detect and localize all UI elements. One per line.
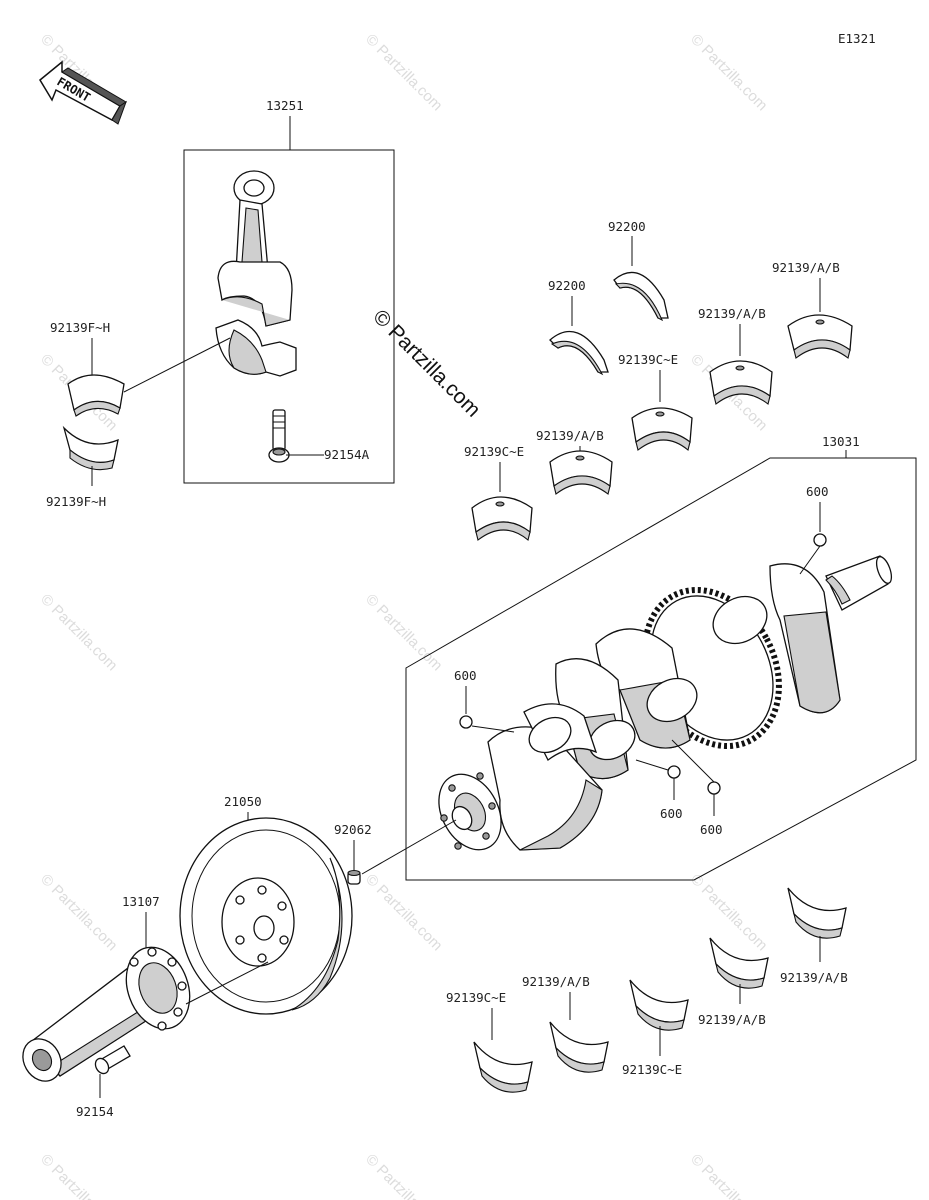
label-lower-92139AB-mid: 92139/A/B xyxy=(698,1012,766,1027)
watermark-tile: © Partzilla.com xyxy=(362,31,445,114)
crankshaft[interactable] xyxy=(426,555,894,861)
watermark-tile: © Partzilla.com xyxy=(687,871,770,954)
svg-text:© Partzilla.com: © Partzilla.com xyxy=(368,305,484,421)
thrust-washer-lower[interactable] xyxy=(549,330,609,376)
label-13031: 13031 xyxy=(822,434,860,449)
connecting-rod[interactable] xyxy=(217,170,293,327)
label-600-left: 600 xyxy=(454,668,477,683)
watermark-tile: © Partzilla.com xyxy=(37,591,120,674)
label-92139F-H-top: 92139F~H xyxy=(50,320,110,335)
label-92139AB-right: 92139/A/B xyxy=(698,306,766,321)
plug-600-top[interactable] xyxy=(813,533,827,547)
lower-main-bearing-mid[interactable] xyxy=(709,937,769,989)
label-lower-92139AB-right: 92139/A/B xyxy=(780,970,848,985)
watermark-tile: © Partzilla.com xyxy=(687,1151,770,1200)
conrod-bolt[interactable] xyxy=(268,409,290,463)
dowel-pin[interactable] xyxy=(347,869,361,885)
connecting-rod-cap[interactable] xyxy=(215,319,297,377)
plug-600-mid[interactable] xyxy=(667,765,681,779)
label-92154: 92154 xyxy=(76,1104,114,1119)
label-13107: 13107 xyxy=(122,894,160,909)
conrod-bearing-upper[interactable] xyxy=(67,374,125,417)
label-92139AB-far-right: 92139/A/B xyxy=(772,260,840,275)
plug-600-right[interactable] xyxy=(707,781,721,795)
plug-600-left[interactable] xyxy=(459,715,473,729)
front-arrow-icon: FRONT xyxy=(39,60,127,125)
label-lower-92139AB-left: 92139/A/B xyxy=(522,974,590,989)
main-bearing-mid[interactable] xyxy=(549,450,613,495)
lower-crank-bearing-left[interactable] xyxy=(473,1041,533,1093)
label-92062: 92062 xyxy=(334,822,372,837)
coupling-bolt[interactable] xyxy=(93,1045,131,1076)
label-92154A: 92154A xyxy=(324,447,370,462)
coupling-shaft[interactable] xyxy=(15,938,200,1088)
conrod-assembly-box xyxy=(183,149,395,484)
flywheel-rotor[interactable] xyxy=(179,817,353,1015)
main-bearing-right[interactable] xyxy=(709,360,773,405)
label-92139AB-mid: 92139/A/B xyxy=(536,428,604,443)
crank-bearing-mid[interactable] xyxy=(631,407,693,451)
label-92200-mid: 92200 xyxy=(548,278,586,293)
watermark-tile: © Partzilla.com xyxy=(362,1151,445,1200)
label-92139CE-left: 92139C~E xyxy=(464,444,524,459)
lower-crank-bearing-mid[interactable] xyxy=(629,979,689,1031)
watermark-tile: © Partzilla.com xyxy=(687,31,770,114)
label-13251: 13251 xyxy=(266,98,304,113)
crank-bearing-left[interactable] xyxy=(471,496,533,541)
label-lower-92139CE-mid: 92139C~E xyxy=(622,1062,682,1077)
label-lower-92139CE-left: 92139C~E xyxy=(446,990,506,1005)
conrod-bearing-lower[interactable] xyxy=(62,425,119,471)
watermark-tile: © Partzilla.com xyxy=(362,591,445,674)
watermark-tile: © Partzilla.com xyxy=(37,1151,120,1200)
label-92139CE-mid: 92139C~E xyxy=(618,352,678,367)
watermark-tile: © Partzilla.com xyxy=(362,871,445,954)
crankshaft-assembly-box xyxy=(405,457,917,881)
label-92200-top: 92200 xyxy=(608,219,646,234)
label-92139F-H-bottom: 92139F~H xyxy=(46,494,106,509)
label-600-top: 600 xyxy=(806,484,829,499)
watermark-tile: © Partzilla.com xyxy=(37,871,120,954)
label-600-mid: 600 xyxy=(660,806,683,821)
diagram-id: E1321 xyxy=(838,31,876,46)
label-21050: 21050 xyxy=(224,794,262,809)
lower-main-bearing-right[interactable] xyxy=(787,887,847,939)
main-bearing-far-right[interactable] xyxy=(787,314,853,359)
label-600-right: 600 xyxy=(700,822,723,837)
copyright-watermark: © Partzilla.com xyxy=(368,305,484,421)
thrust-washer-upper[interactable] xyxy=(613,271,669,322)
lower-main-bearing-left[interactable] xyxy=(549,1021,609,1073)
